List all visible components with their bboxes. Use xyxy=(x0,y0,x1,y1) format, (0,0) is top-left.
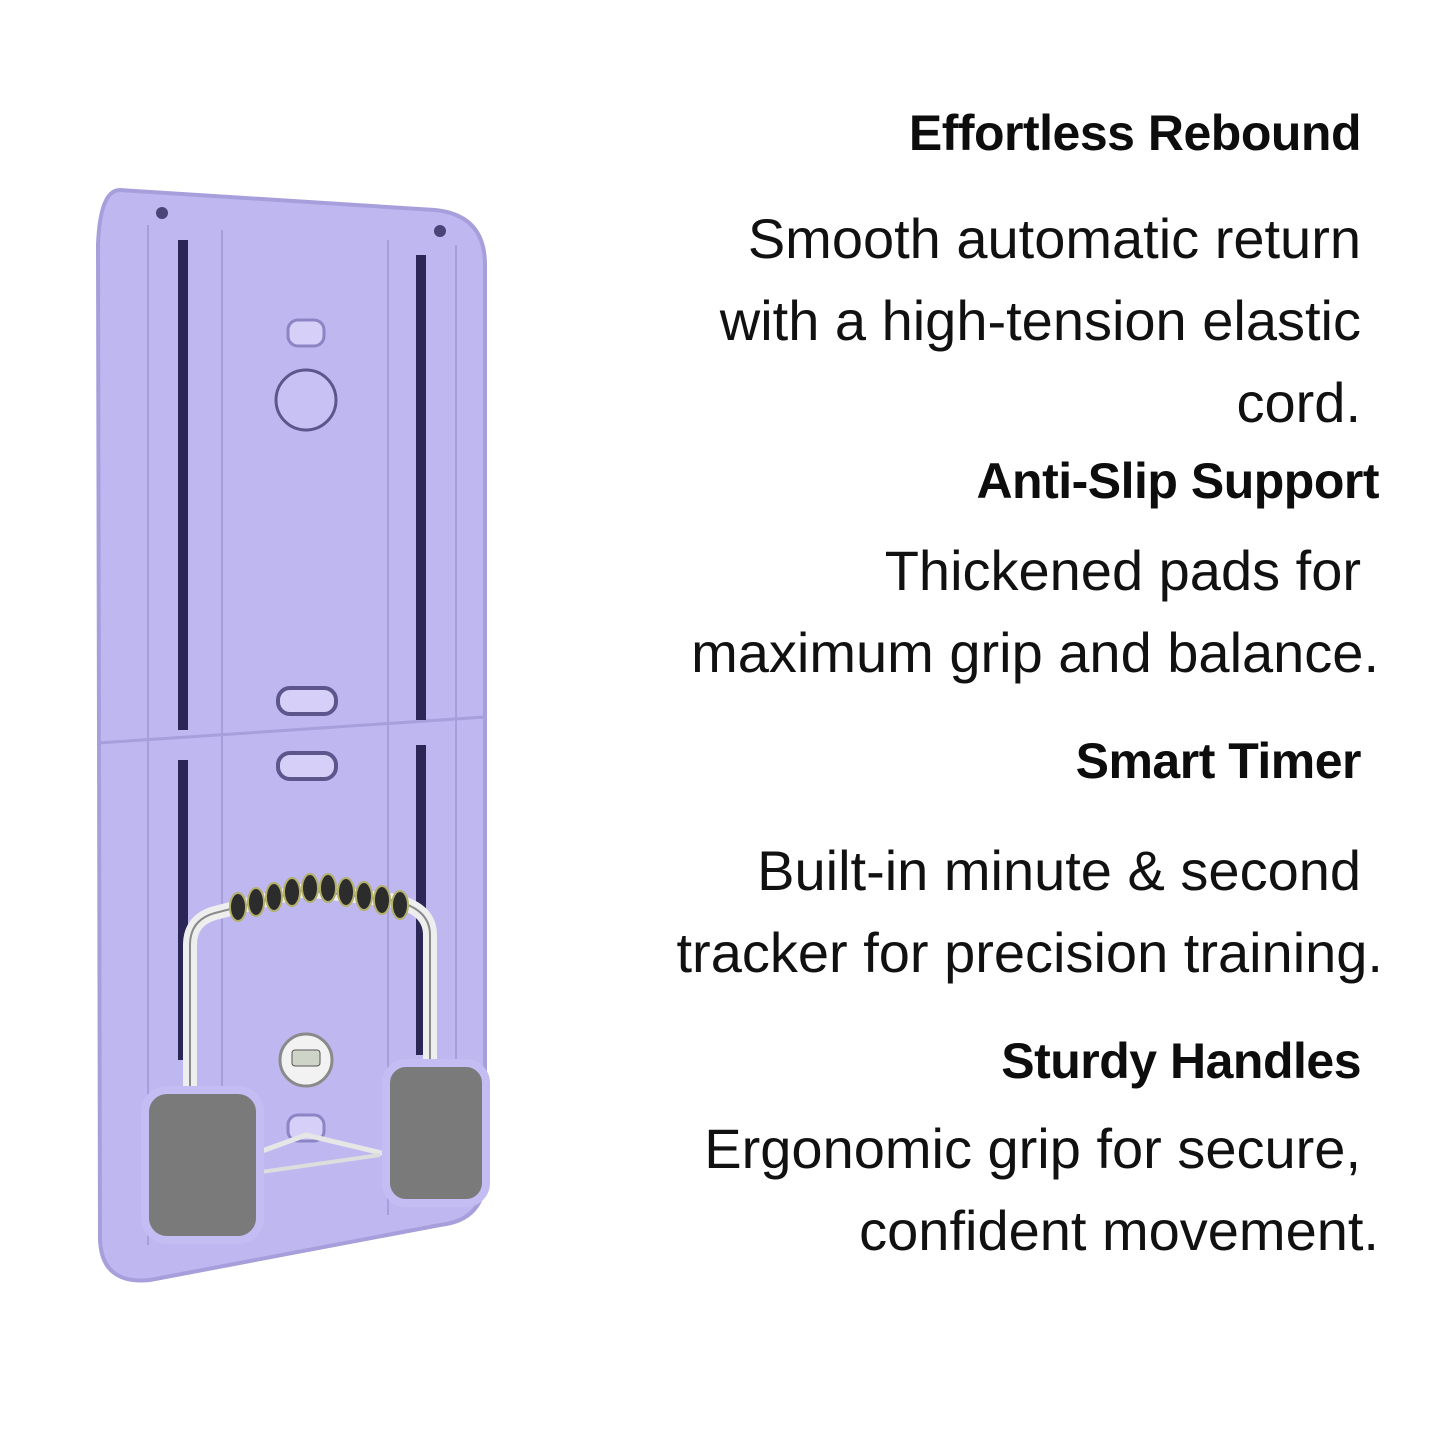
screw-hole xyxy=(156,207,168,219)
rail-slot-right-lower xyxy=(416,745,426,1055)
feature-title: Effortless Rebound xyxy=(908,105,1362,161)
feature-description: Built-in minute & second tracker for pre… xyxy=(676,839,1383,984)
feature-title: Anti-Slip Support xyxy=(976,453,1379,509)
pushup-board-illustration xyxy=(95,187,490,1283)
right-pad xyxy=(382,1059,490,1207)
peg xyxy=(286,1113,326,1143)
feature-description: Smooth automatic return with a high-tens… xyxy=(719,207,1361,434)
screw-hole xyxy=(434,225,446,237)
center-slot xyxy=(276,751,338,781)
center-slot xyxy=(276,686,338,716)
feature-title: Sturdy Handles xyxy=(1001,1033,1361,1089)
rail-slot-left xyxy=(178,240,188,730)
round-marker xyxy=(274,368,338,432)
rail-slot-left-lower xyxy=(178,760,188,1060)
peg xyxy=(286,318,326,348)
foam-grip xyxy=(229,873,409,922)
feature-description: Thickened pads for maximum grip and bala… xyxy=(691,539,1379,684)
fold-line xyxy=(97,715,486,745)
feature-description: Ergonomic grip for secure, confident mov… xyxy=(704,1117,1379,1262)
left-pad xyxy=(141,1086,264,1244)
feature-title: Smart Timer xyxy=(1075,733,1362,789)
product-image xyxy=(90,185,500,1295)
rail-slot-right xyxy=(416,255,426,720)
